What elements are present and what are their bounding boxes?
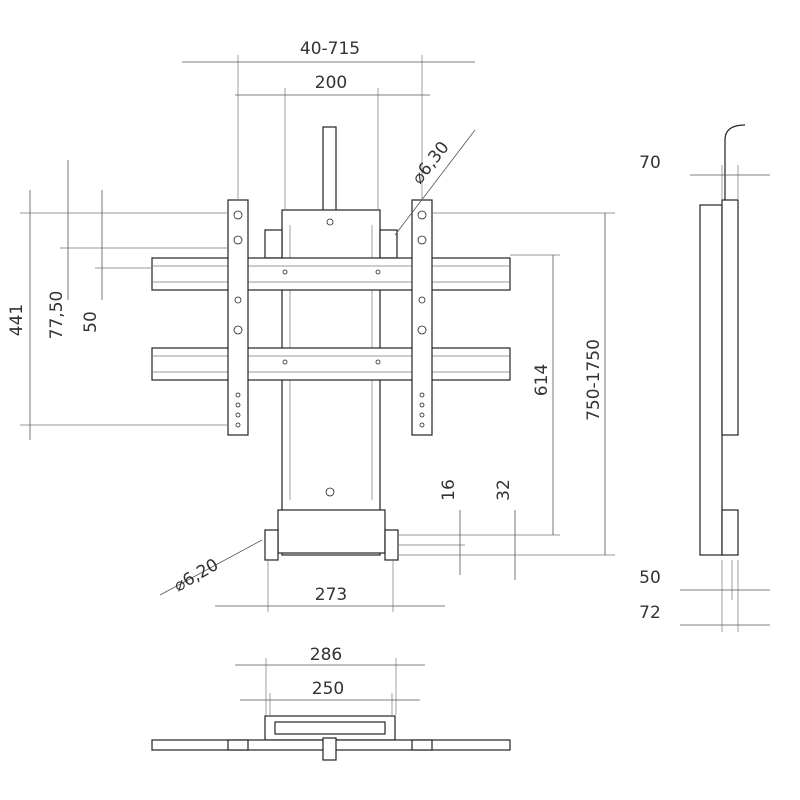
front-dimensions [20, 55, 615, 612]
side-dim-50: 50 [639, 568, 661, 588]
front-view [151, 126, 511, 561]
vertical-rail-right [411, 199, 433, 436]
side-column [699, 204, 723, 556]
dim-77-50: 77,50 [47, 291, 67, 340]
dim-16: 16 [439, 479, 459, 501]
dim-441: 441 [7, 304, 27, 336]
side-monitor-plate [721, 199, 739, 436]
bottom-view [151, 658, 511, 761]
bottom-post [322, 737, 337, 761]
dim-32: 32 [494, 479, 514, 501]
dim-50: 50 [81, 311, 101, 333]
bottom-dim-286: 286 [310, 645, 342, 665]
dim-height-range: 750-1750 [584, 339, 604, 421]
lower-box [277, 509, 386, 554]
side-dim-70: 70 [639, 153, 661, 173]
side-dim-72: 72 [639, 603, 661, 623]
bottom-tab-right [384, 529, 399, 561]
horizontal-bar-bottom [151, 347, 511, 381]
dim-hole-bottom: ⌀6,20 [171, 555, 223, 596]
vertical-rail-left [227, 199, 249, 436]
side-lower-box [721, 509, 739, 556]
side-view [680, 124, 770, 632]
dim-width-range: 40-715 [300, 39, 360, 59]
rail-holes [233, 210, 427, 428]
top-post [322, 126, 337, 213]
cable [724, 124, 746, 200]
dim-614: 614 [532, 364, 552, 396]
dim-hole-top: ⌀6,30 [408, 138, 453, 188]
horizontal-bar-top [151, 257, 511, 291]
bottom-tab-left [264, 529, 279, 561]
side-tab-right [379, 229, 398, 259]
side-tab-left [264, 229, 283, 259]
dim-273: 273 [315, 585, 347, 605]
bottom-dim-250: 250 [312, 679, 344, 699]
dim-column-width: 200 [315, 73, 347, 93]
